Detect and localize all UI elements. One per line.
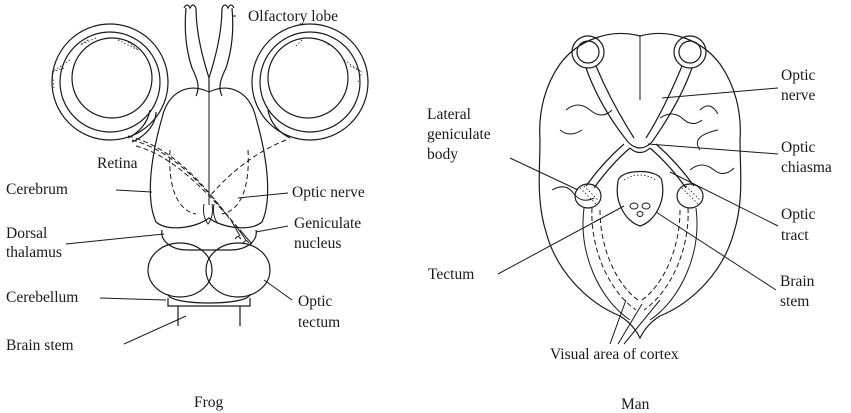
frog-leader-optic-tectum [264,280,292,300]
man-right-eye [674,36,706,68]
label-dorsal-thalamus-line2: thalamus [6,244,62,261]
frog-leader-optic-nerve [238,193,288,198]
label-visual-area: Visual area of cortex [550,346,679,363]
label-geniculate-line1: Geniculate [294,215,361,232]
caption-man: Man [621,396,650,413]
frog-leader-cerebellum [100,298,166,300]
label-olfactory-lobe: Olfactory lobe [248,8,338,25]
man-visual-cortex [583,208,697,320]
frog-brain-stem [178,306,240,326]
label-optic-chiasma-line1: Optic [781,139,816,156]
label-geniculate-line2: nucleus [294,235,341,252]
label-optic-chiasma-line2: chiasma [781,159,832,176]
label-optic-tract-line1: Optic [781,206,816,223]
label-tectum: Tectum [428,266,474,283]
man-leader-optic-chiasma [648,144,778,154]
label-lgb-line3: body [427,146,458,163]
frog-optic-tectum-left [148,243,212,297]
label-retina: Retina [97,155,138,172]
label-optic-tectum-line1: Optic [298,293,333,310]
man-leader-lgb [510,158,578,190]
frog-leader-cerebrum [116,190,152,192]
label-optic-tectum-line2: tectum [298,314,340,331]
label-optic-nerve-line2: nerve [781,87,816,104]
man-left-eye [572,36,604,68]
label-brain-stem-line2: stem [780,293,809,310]
frog-left-eye [52,24,168,140]
man-leader-tectum [498,206,624,274]
man-brain-stem [617,172,663,227]
frog-olfactory-lobe [185,8,233,96]
label-cerebellum: Cerebellum [6,289,78,306]
label-optic-nerve: Optic nerve [292,184,365,201]
caption-frog: Frog [194,394,224,411]
label-lgb-line2: geniculate [427,126,491,143]
label-dorsal-thalamus-line1: Dorsal [6,225,47,242]
man-diagram: Lateral geniculate body Optic nerve Opti… [427,34,832,413]
frog-cerebellum [168,294,250,306]
frog-diagram: Olfactory lobe Retina Cerebrum Optic ner… [6,5,368,411]
label-brain-stem-line1: Brain [780,273,815,290]
man-leader-optic-tract [670,172,778,226]
man-optic-nerve [586,66,692,142]
frog-leader-geniculate [256,226,288,232]
label-cerebrum: Cerebrum [6,181,68,198]
label-optic-nerve-line1: Optic [781,67,816,84]
label-lgb-line1: Lateral [427,106,471,123]
frog-leader-brain-stem [124,316,186,344]
frog-leader-dorsal-thalamus [66,234,164,244]
frog-optic-tectum-right [206,243,270,297]
label-frog-brain-stem: Brain stem [6,337,74,354]
man-leader-optic-nerve [662,88,778,98]
man-optic-tract [586,144,694,188]
frog-right-eye [252,24,368,140]
label-optic-tract-line2: tract [781,227,809,244]
